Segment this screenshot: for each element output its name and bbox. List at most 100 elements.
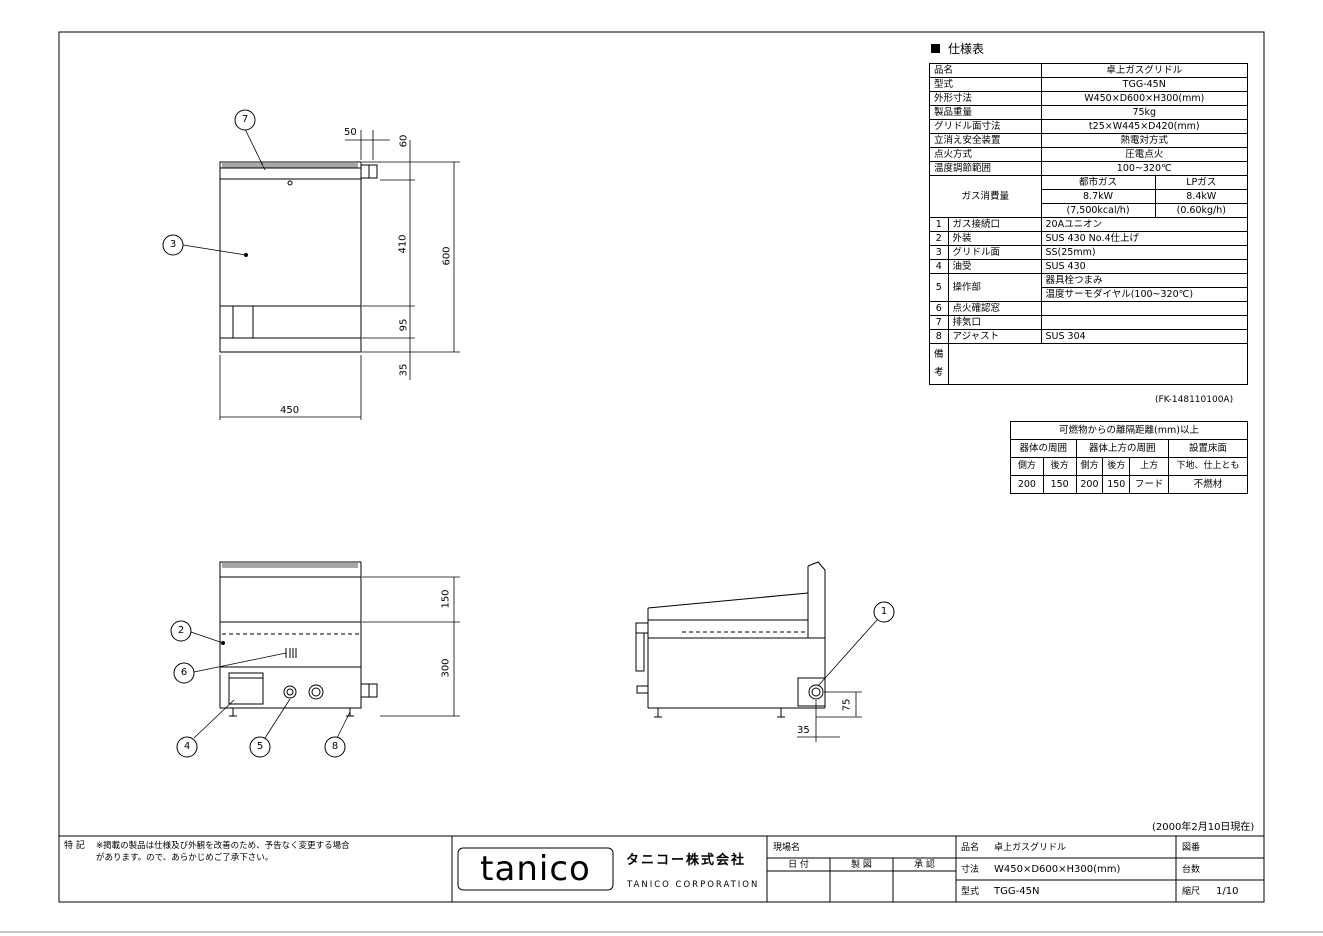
part-value: SUS 430 — [1040, 259, 1248, 274]
spec-label: 外形寸法 — [929, 91, 1042, 106]
callout-5: 5 — [256, 741, 264, 752]
part-name: 操作部 — [947, 273, 1042, 302]
spec-value: 卓上ガスグリドル — [1040, 63, 1248, 78]
clearance-header: 側方 — [1010, 457, 1044, 476]
dim-300: 300 — [440, 658, 452, 678]
callout-3: 3 — [169, 239, 177, 250]
part-number: 1 — [929, 217, 949, 232]
remarks-label: 備考 — [929, 343, 949, 385]
city-gas-name: 都市ガス — [1040, 175, 1156, 190]
spec-value: 圧電点火 — [1040, 147, 1248, 162]
remarks-label-1: 備 — [934, 349, 944, 360]
size-label: 寸法 — [961, 865, 980, 875]
clearance-header: 後方 — [1042, 457, 1077, 476]
clearance-table: 可燃物からの離隔距離(mm)以上 器体の周囲 器体上方の周囲 設置床面 側方後方… — [1010, 421, 1248, 494]
side-view — [635, 561, 826, 718]
site-name-label: 現場名 — [773, 843, 801, 853]
top-view — [219, 161, 378, 353]
dim-35-side: 35 — [797, 725, 810, 736]
spec-row: 品名卓上ガスグリドル — [929, 63, 1248, 78]
part-value-2: 温度サーモダイヤル(100~320℃) — [1040, 287, 1248, 302]
clearance-header: 側方 — [1075, 457, 1104, 476]
front-view — [219, 561, 378, 717]
clearance-value: 200 — [1010, 475, 1044, 494]
remarks-value — [947, 343, 1249, 385]
clearance-group-floor: 設置床面 — [1168, 439, 1248, 458]
spec-label: 製品重量 — [929, 105, 1042, 120]
clearance-value: 150 — [1042, 475, 1077, 494]
side-view-dimensions — [797, 691, 862, 742]
spec-label: グリドル面寸法 — [929, 119, 1042, 134]
callout-circle-8 — [324, 736, 346, 758]
company-name-en: TANICO CORPORATION — [627, 880, 760, 890]
callout-circle-3 — [162, 234, 184, 256]
spec-label: 型式 — [929, 77, 1042, 92]
clearance-title: 可燃物からの離隔距離(mm)以上 — [1010, 421, 1248, 440]
spec-value: W450×D600×H300(mm) — [1040, 91, 1248, 106]
part-number: 6 — [929, 301, 949, 316]
dim-150: 150 — [440, 589, 452, 609]
clearance-value: 150 — [1102, 475, 1131, 494]
callout-leaders — [182, 128, 878, 739]
front-grille — [222, 563, 358, 568]
dim-410: 410 — [397, 234, 409, 254]
scale-label: 縮尺 — [1182, 887, 1201, 897]
part-value: SS(25mm) — [1040, 245, 1248, 260]
part-value: SUS 430 No.4仕上げ — [1040, 231, 1248, 246]
size-value: W450×D600×H300(mm) — [994, 864, 1121, 875]
dim-600: 600 — [441, 246, 453, 266]
part-number: 2 — [929, 231, 949, 246]
spec-value: t25×W445×D420(mm) — [1040, 119, 1248, 134]
part-name: アジャスト — [947, 329, 1042, 344]
product-name-label: 品名 — [961, 843, 980, 853]
top-view-dimensions — [219, 130, 460, 420]
company-logo: tanico — [480, 849, 591, 889]
callout-8: 8 — [331, 741, 339, 752]
callout-1: 1 — [880, 606, 888, 617]
notes-line-1: ※掲載の製品は仕様及び外観を改善のため、予告なく変更する場合 — [96, 841, 350, 851]
front-view-dimensions — [362, 576, 460, 717]
callout-circle-1 — [873, 601, 895, 623]
part-name: 点火確認窓 — [947, 301, 1042, 316]
lp-gas-kgh: (0.60kg/h) — [1154, 203, 1249, 218]
heading-bullet — [931, 44, 940, 53]
title-block-grid — [59, 835, 1264, 902]
model-label: 型式 — [961, 887, 980, 897]
approver-label: 承 認 — [914, 860, 935, 870]
callout-6: 6 — [180, 667, 188, 678]
dim-95: 95 — [398, 318, 410, 332]
callout-circle-6 — [173, 662, 195, 684]
clearance-group-above: 器体上方の周囲 — [1075, 439, 1170, 458]
part-value — [1040, 315, 1248, 330]
callout-7: 7 — [241, 114, 249, 125]
part-name: ガス接続口 — [947, 217, 1042, 232]
model-value: TGG-45N — [994, 886, 1040, 897]
callout-4: 4 — [183, 741, 191, 752]
clearance-value: フード — [1129, 475, 1170, 494]
part-name: 外装 — [947, 231, 1042, 246]
part-number: 5 — [929, 273, 949, 302]
city-gas-kw: 8.7kW — [1040, 189, 1156, 204]
clearance-value: 不燃材 — [1168, 475, 1248, 494]
spec-row: 点火方式圧電点火 — [929, 147, 1248, 162]
spec-value: TGG-45N — [1040, 77, 1248, 92]
clearance-header: 上方 — [1129, 457, 1170, 476]
drawing-number-label: 図番 — [1182, 843, 1201, 853]
part-number: 7 — [929, 315, 949, 330]
remarks-label-2: 考 — [934, 367, 944, 378]
spec-row: 立消え安全装置熱電対方式 — [929, 133, 1248, 148]
dim-50: 50 — [344, 127, 357, 138]
notes-label: 特 記 — [64, 841, 85, 851]
clearance-header: 後方 — [1102, 457, 1131, 476]
spec-value: 75kg — [1040, 105, 1248, 120]
